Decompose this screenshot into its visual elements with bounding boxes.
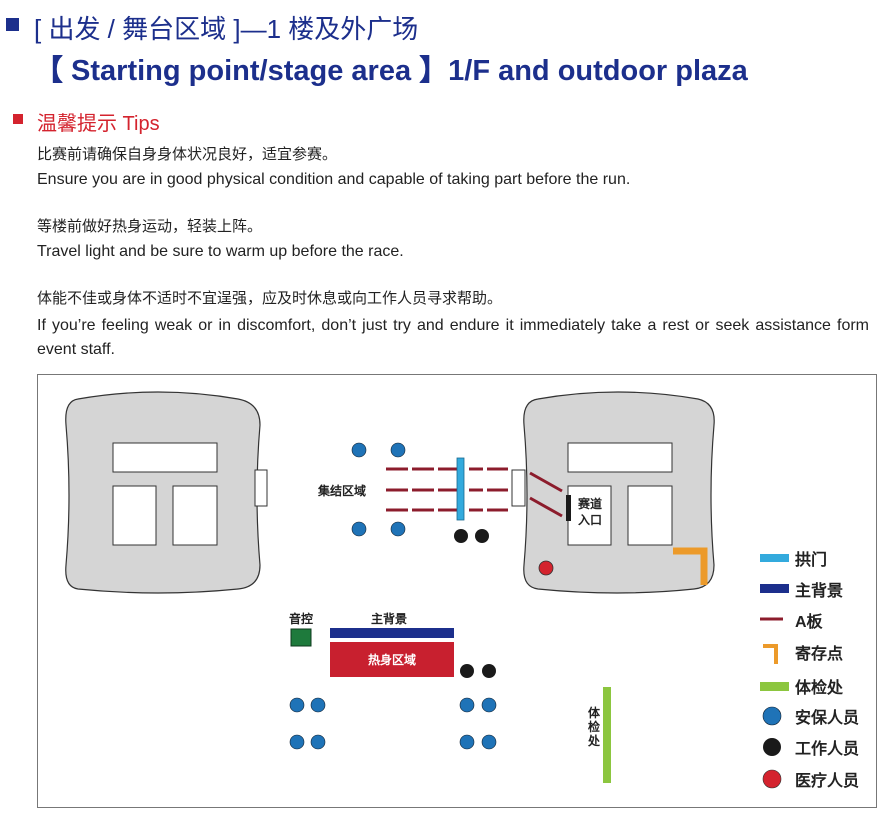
start-arch (456, 457, 465, 521)
medical-dot-icon (762, 769, 782, 789)
security-dot (310, 697, 326, 713)
track-entrance-label-2: 入口 (578, 513, 602, 527)
tip-3-cn: 体能不佳或身体不适时不宜逞强，应及时休息或向工作人员寻求帮助。 (37, 290, 503, 307)
legend: 拱门 主背景 A板 寄存点 体检处 安保人员 工作人员 医疗人员 (760, 550, 859, 790)
legend-label-a-board: A板 (795, 612, 824, 631)
track-entrance-label-1: 赛道 (577, 496, 602, 511)
title-bullet-icon (6, 18, 19, 31)
sound-control-label: 音控 (289, 611, 313, 626)
tip-2-cn: 等楼前做好热身运动，轻装上阵。 (37, 218, 263, 235)
medical-check-label-2: 检 (588, 719, 600, 734)
left-building-door (254, 469, 268, 507)
page-title-en: 【 Starting point/stage area 】1/F and out… (34, 55, 748, 87)
security-dot (459, 734, 475, 750)
right-building-counter (567, 442, 673, 473)
security-dot (481, 734, 497, 750)
a-board-rows (386, 467, 508, 512)
main-backdrop (330, 628, 454, 638)
warmup-area-label: 热身区域 (368, 652, 416, 667)
staff-dot (454, 529, 468, 543)
security-dot (310, 734, 326, 750)
a-board-entrance-bottom (529, 496, 563, 518)
legend-label-backdrop: 主背景 (795, 581, 843, 600)
legend-label-storage: 寄存点 (795, 644, 843, 663)
right-building-door (511, 469, 526, 507)
security-dot (289, 734, 305, 750)
legend-label-staff: 工作人员 (795, 739, 859, 758)
medical-check-area: 体 检 处 (587, 687, 611, 783)
left-building (65, 391, 268, 594)
page-title-cn: [ 出发 / 舞台区域 ]—1 楼及外广场 (34, 14, 419, 44)
legend-label-medical-check: 体检处 (795, 678, 844, 697)
legend-label-arch: 拱门 (795, 550, 827, 569)
sound-control-booth (290, 628, 312, 647)
security-dot-icon (762, 706, 782, 726)
left-building-counter (112, 442, 218, 473)
right-building: 赛道 入口 (511, 391, 715, 594)
track-entrance-room (567, 485, 612, 546)
stage-area: 音控 主背景 热身区域 (289, 611, 497, 750)
a-board-entrance-top (529, 471, 563, 493)
venue-map: 赛道 入口 集结区域 (37, 374, 877, 808)
tip-3-en: If you’re feeling weak or in discomfort,… (37, 317, 869, 358)
left-building-room-left (112, 485, 157, 546)
medical-check-bar (603, 687, 611, 783)
medical-check-label-3: 处 (587, 733, 601, 748)
venue-map-svg: 赛道 入口 集结区域 (65, 391, 859, 790)
track-entrance-gate (566, 495, 571, 521)
assembly-area: 集结区域 (317, 442, 508, 543)
assembly-area-label: 集结区域 (317, 483, 366, 498)
legend-label-medical: 医疗人员 (795, 771, 859, 790)
security-dot (390, 521, 406, 537)
medical-staff-dot (538, 560, 554, 576)
security-dot (459, 697, 475, 713)
staff-dot (460, 664, 474, 678)
main-backdrop-label: 主背景 (371, 611, 407, 626)
right-building-outline (523, 391, 715, 594)
staff-dot (475, 529, 489, 543)
security-dot (351, 521, 367, 537)
tip-2-en: Travel light and be sure to warm up befo… (37, 243, 404, 260)
staff-dot-icon (763, 738, 781, 756)
storage-point-icon (673, 547, 708, 585)
security-dot (289, 697, 305, 713)
medical-check-label-1: 体 (588, 705, 601, 720)
tip-1-cn: 比赛前请确保自身身体状况良好，适宜参赛。 (37, 146, 338, 163)
security-dot (351, 442, 367, 458)
staff-dot (482, 664, 496, 678)
security-dot (390, 442, 406, 458)
warmup-area (330, 642, 454, 677)
storage-bracket-icon (763, 644, 778, 664)
tips-bullet-icon (13, 114, 23, 124)
left-building-outline (65, 391, 261, 594)
left-building-room-right (172, 485, 218, 546)
backdrop-bar-icon (760, 584, 789, 593)
medical-check-bar-icon (760, 682, 789, 691)
legend-label-security: 安保人员 (795, 708, 859, 727)
security-dot (481, 697, 497, 713)
arch-bar-icon (760, 554, 789, 562)
right-building-room-right (627, 485, 673, 546)
tips-heading: 温馨提示 Tips (37, 113, 160, 135)
tip-1-en: Ensure you are in good physical conditio… (37, 171, 631, 188)
